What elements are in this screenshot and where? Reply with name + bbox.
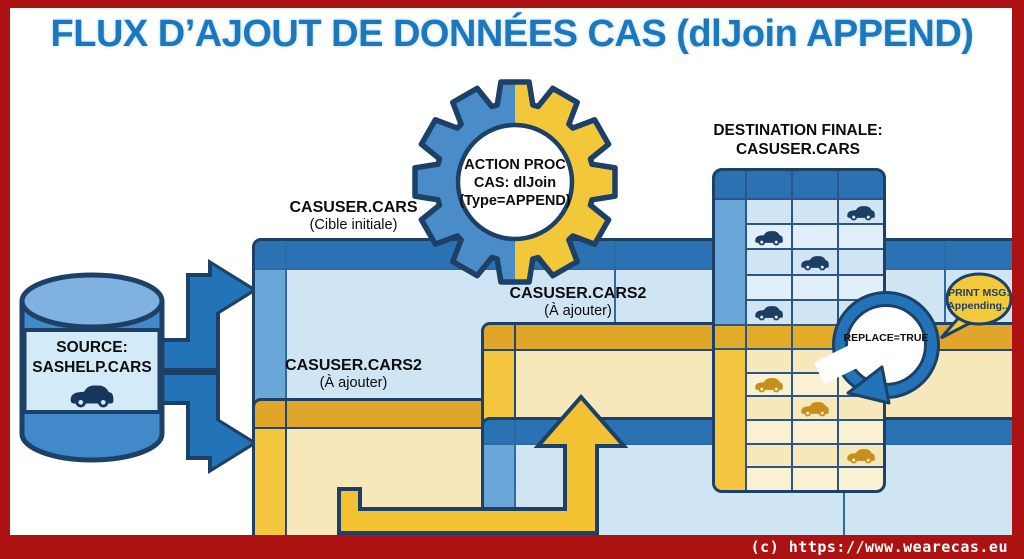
- table-header-cell: [845, 420, 1024, 443]
- table-header-cell: [793, 326, 837, 348]
- frame-border-right: [1012, 0, 1024, 559]
- target-table-title: CASUSER.CARS: [289, 199, 418, 216]
- table-cell: [747, 350, 791, 372]
- table-cell: [793, 275, 837, 299]
- table-cell: [793, 397, 837, 419]
- gear-label-line1: ACTION PROC: [464, 157, 566, 173]
- target-table-subtitle: (Cible initiale): [309, 217, 398, 233]
- frame-border-left: [0, 0, 10, 559]
- table-cell: [839, 373, 883, 396]
- table-cell: [839, 350, 883, 372]
- car-icon: [845, 203, 877, 221]
- table-cell: [747, 300, 791, 324]
- destination-blue-section: [715, 171, 883, 324]
- table-cell: [793, 300, 837, 324]
- table-cell: [839, 250, 883, 274]
- arrow-to-target-icon: [146, 259, 258, 372]
- table-cell: [747, 468, 791, 490]
- table-header-cell: [484, 420, 514, 443]
- copyright-text: (c) https://www.wearecas.eu: [750, 538, 1008, 556]
- destination-title: DESTINATION FINALE: CASUSER.CARS: [700, 121, 896, 159]
- source-db-line1: SOURCE:: [56, 339, 128, 356]
- table-cell: [839, 420, 883, 443]
- frame-border-top: [0, 0, 1024, 8]
- replace-badge-label: REPLACE=TRUE: [843, 332, 929, 344]
- car-icon: [67, 381, 117, 408]
- table-header-cell: [255, 401, 285, 427]
- destination-title-line2: CASUSER.CARS: [735, 141, 860, 158]
- table-cell: [747, 275, 791, 299]
- car-icon: [753, 228, 785, 246]
- footer-bar: (c) https://www.wearecas.eu: [0, 535, 1024, 559]
- table-cell: [839, 200, 883, 224]
- table-cell: [793, 225, 837, 249]
- table-cell: [747, 420, 791, 443]
- table-header-cell: [747, 326, 791, 348]
- arrow-to-append-icon: [146, 371, 258, 474]
- table-header-cell: [945, 241, 1024, 268]
- table-cell: [839, 275, 883, 299]
- table-cell: [839, 300, 883, 324]
- table-firstcol-cell: [715, 350, 745, 490]
- destination-table: [712, 168, 886, 493]
- table-cell: [793, 350, 837, 372]
- table-cell: [747, 397, 791, 419]
- table-cell: [793, 420, 837, 443]
- table-header-cell: [839, 171, 883, 198]
- table-cell: [839, 468, 883, 490]
- table-cell: [747, 200, 791, 224]
- table-cell: [839, 444, 883, 467]
- table-cell: [793, 468, 837, 490]
- table-header-cell: [287, 241, 615, 268]
- table-firstcol-cell: [715, 200, 745, 324]
- car-icon: [799, 399, 831, 417]
- append-left-subtitle: (À ajouter): [319, 375, 388, 391]
- table-cell: [747, 444, 791, 467]
- car-icon: [753, 375, 785, 393]
- table-header-cell: [793, 171, 837, 198]
- table-cell: [793, 250, 837, 274]
- table-cell: [839, 225, 883, 249]
- table-cell: [747, 373, 791, 396]
- table-cell: [747, 225, 791, 249]
- car-icon: [753, 303, 785, 321]
- car-icon: [845, 446, 877, 464]
- table-header-cell: [255, 241, 285, 268]
- gear-label-line3: (Type=APPEND): [459, 193, 571, 209]
- append-left-title: CASUSER.CARS2: [285, 357, 422, 374]
- append-middle-subtitle: (À ajouter): [544, 303, 612, 319]
- table-cell: [747, 250, 791, 274]
- gear-label: ACTION PROC CAS: dlJoin (Type=APPEND): [440, 156, 590, 210]
- destination-yellow-section: [715, 350, 883, 490]
- page-title: FLUX D’AJOUT DE DONNÉES CAS (dlJoin APPE…: [50, 13, 974, 55]
- append-middle-title: CASUSER.CARS2: [509, 285, 647, 302]
- table-header-cell: [715, 326, 745, 348]
- table-header-cell: [747, 171, 791, 198]
- car-icon: [799, 253, 831, 271]
- source-db-line2: SASHELP.CARS: [32, 359, 152, 376]
- print-msg-line2: Appending...: [947, 300, 1011, 312]
- table-cell: [793, 200, 837, 224]
- print-msg-label: PRINT MSG: Appending...: [947, 287, 1011, 313]
- print-msg-line1: PRINT MSG:: [948, 287, 1010, 299]
- table-cell: [793, 373, 837, 396]
- table-header-cell: [484, 325, 514, 349]
- table-cell: [839, 397, 883, 419]
- table-header-cell: [715, 171, 745, 198]
- destination-title-line1: DESTINATION FINALE:: [713, 122, 883, 139]
- source-db-label: SOURCE: SASHELP.CARS: [27, 338, 157, 378]
- table-cell: [793, 444, 837, 467]
- gear-label-line2: CAS: dlJoin: [473, 175, 557, 191]
